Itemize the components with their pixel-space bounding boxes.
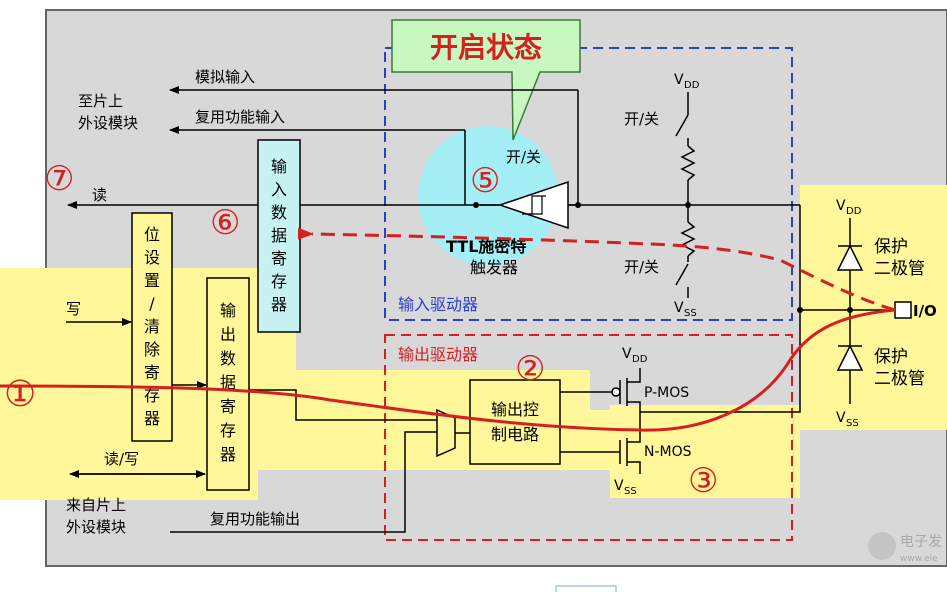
watermark-text: 电子发 (900, 534, 942, 550)
on-off-top-label: 开/关 (624, 110, 659, 128)
bsc-char: 清 (144, 317, 160, 336)
bottom-vss-v: V (674, 300, 684, 316)
marker-7: ⑦ (44, 159, 74, 199)
read-label: 读 (92, 186, 107, 204)
diode-vdd-sub: DD (846, 206, 862, 217)
watermark: 电子发 www.ele (868, 532, 942, 564)
protection-diode-top-2: 二极管 (874, 259, 925, 279)
marker-1: ① (4, 374, 36, 415)
output-reg-char: 存 (220, 421, 236, 440)
on-off-schmitt-label: 开/关 (506, 148, 541, 166)
on-off-bottom-label: 开/关 (624, 258, 659, 276)
input-signal-path (297, 227, 896, 312)
output-reg-char: 输 (220, 301, 236, 320)
alt-func-input-label: 复用功能输入 (195, 108, 285, 126)
odr-to-mux-line (249, 389, 437, 421)
alt-func-output-line (170, 431, 437, 533)
input-driver-label: 输入驱动器 (398, 295, 478, 314)
marker-6: ⑥ (210, 203, 240, 243)
io-pin-label: I/O (913, 302, 937, 320)
pin-junction-left (797, 307, 803, 313)
bsc-char: 器 (144, 409, 160, 428)
read-write-label: 读/写 (104, 450, 139, 468)
output-reg-char: 器 (220, 445, 236, 464)
input-reg-char: 存 (271, 272, 287, 291)
bottom-vss-sub: SS (684, 308, 697, 319)
io-pin-box (894, 301, 912, 319)
bsc-char: / (149, 294, 155, 313)
output-data-register (206, 277, 250, 491)
pull-resistor-network (675, 92, 696, 298)
bottom-fragment-box (555, 585, 617, 592)
bsc-char: 存 (144, 386, 160, 405)
output-reg-char: 数 (220, 349, 236, 368)
pmos-vdd-v: V (622, 346, 632, 362)
diode-vdd-v: V (836, 198, 846, 214)
n-mos-transistor (619, 412, 641, 474)
watermark-url: www.ele (900, 554, 938, 564)
input-reg-char: 器 (271, 295, 287, 314)
schmitt-out-junction (473, 202, 479, 208)
bsc-char: 置 (144, 271, 160, 290)
bit-set-clear-register (131, 212, 173, 442)
analog-input-label: 模拟输入 (195, 68, 255, 86)
write-label: 写 (66, 300, 81, 318)
bsc-char: 位 (144, 225, 160, 244)
output-signal-path (0, 308, 896, 432)
alt-func-output-label: 复用功能输出 (210, 510, 300, 528)
p-mos-transistor (619, 368, 641, 412)
marker-2: ② (515, 349, 545, 389)
from-peripheral-label-1: 来自片上 (66, 496, 126, 514)
p-mos-label: P-MOS (644, 385, 689, 401)
marker-5: ⑤ (470, 161, 500, 201)
to-peripheral-label-2: 外设模块 (78, 114, 138, 132)
output-reg-char: 出 (220, 325, 236, 344)
to-peripheral-label-1: 至片上 (78, 92, 123, 110)
diode-vss-sub: SS (846, 418, 859, 429)
ttl-schmitt-label-1: TTL施密特 (446, 237, 526, 256)
resistor-junction (685, 202, 691, 208)
output-control-label-1: 输出控 (491, 400, 539, 419)
input-driver-box (384, 47, 793, 321)
n-mos-label: N-MOS (644, 444, 692, 460)
nmos-vss-v: V (614, 478, 624, 494)
pmos-vdd-sub: DD (632, 354, 648, 365)
protection-diode-bottom-1: 保护 (874, 347, 908, 367)
open-state-callout: 开启状态 (391, 19, 581, 141)
bit-set-clear-register-text: 位 设 置 / 清 除 寄 存 器 (144, 225, 160, 428)
output-driver-label: 输出驱动器 (398, 345, 478, 364)
output-driver-box (384, 334, 793, 541)
schmitt-highlight-bubble (418, 126, 558, 266)
output-data-register-text: 输 出 数 据 寄 存 器 (220, 301, 236, 464)
marker-3: ③ (688, 461, 718, 501)
diode-vss-v: V (836, 410, 846, 426)
input-reg-char: 数 (271, 203, 287, 222)
ttl-schmitt-label-2: 触发器 (470, 258, 518, 277)
schmitt-in-junction (575, 202, 581, 208)
top-vdd-v: V (674, 72, 684, 88)
output-reg-char: 寄 (220, 397, 236, 416)
pmos-gate-bubble (611, 387, 621, 397)
nmos-vss-sub: SS (624, 486, 637, 497)
protection-diodes (836, 218, 864, 404)
input-reg-char: 输 (271, 157, 287, 176)
input-data-register-text: 输 入 数 据 寄 存 器 (271, 157, 287, 314)
schmitt-trigger (480, 180, 578, 230)
bsc-char: 除 (144, 340, 160, 359)
from-peripheral-label-2: 外设模块 (66, 518, 126, 536)
mos-drain-to-pin (640, 310, 801, 413)
input-reg-char: 据 (271, 226, 287, 245)
output-control-label-2: 制电路 (491, 425, 539, 444)
output-reg-char: 据 (220, 373, 236, 392)
top-vdd-sub: DD (684, 80, 700, 91)
input-reg-char: 入 (271, 180, 287, 199)
bsc-char: 寄 (144, 363, 160, 382)
input-reg-char: 寄 (271, 249, 287, 268)
protection-diode-top-1: 保护 (874, 237, 908, 257)
input-data-register (257, 139, 301, 333)
bsc-char: 设 (144, 248, 160, 267)
callout-title: 开启状态 (430, 31, 542, 64)
protection-diode-bottom-2: 二极管 (874, 369, 925, 389)
